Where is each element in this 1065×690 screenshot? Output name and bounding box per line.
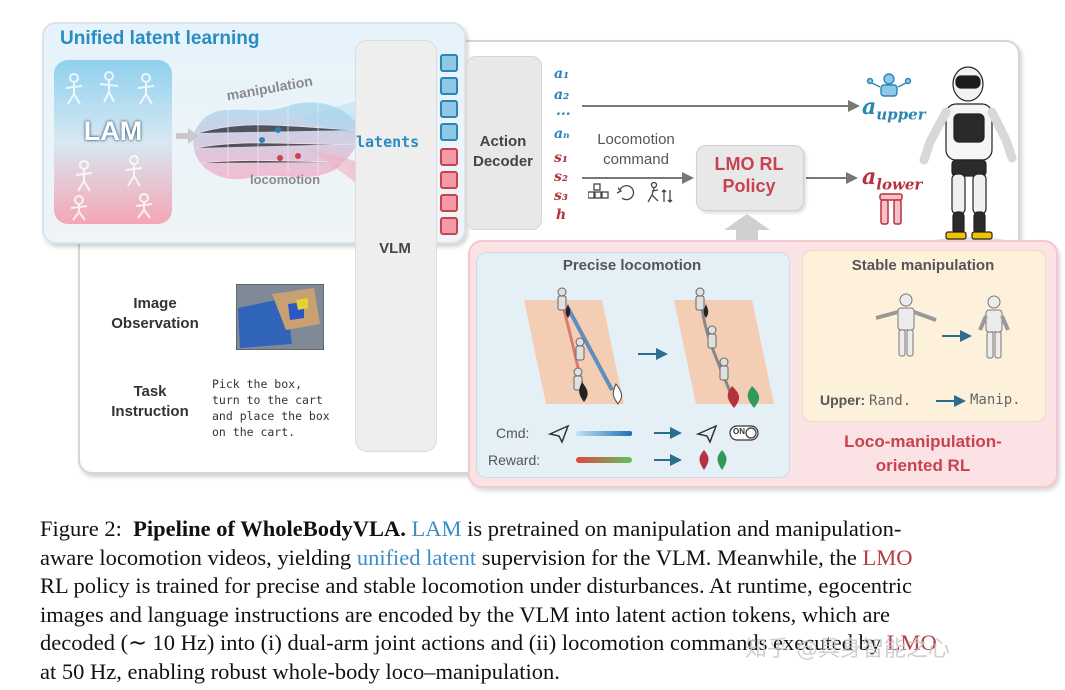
- action-token-lower: s₂: [554, 169, 569, 185]
- latent-token-blue: [440, 77, 458, 95]
- latents-label: latents: [356, 133, 420, 151]
- caption-line-4: images and language instructions are enc…: [40, 601, 890, 627]
- action-token-upper: aₙ: [554, 126, 570, 142]
- cmd-label: Cmd:: [496, 425, 530, 441]
- precise-locomotion-title: Precise locomotion: [562, 257, 702, 274]
- latent-token-red: [440, 194, 458, 212]
- figure-caption: Figure 2: Pipeline of WholeBodyVLA. LAM …: [40, 515, 1060, 686]
- task-instruction-label: Task Instruction: [111, 383, 189, 420]
- locomotion-command-label: Locomotion command: [597, 131, 675, 168]
- caption-line-6: at 50 Hz, enabling robust whole-body loc…: [40, 658, 560, 684]
- vlm-box: [355, 40, 437, 452]
- stable-manipulation-title: Stable manipulation: [851, 257, 995, 274]
- humanoid-robot-illustration: [919, 66, 1017, 247]
- caption-line-2: aware locomotion videos, yielding unifie…: [40, 544, 913, 570]
- latent-token-red: [440, 171, 458, 189]
- latent-token-red: [440, 148, 458, 166]
- latent-token-red: [440, 217, 458, 235]
- cmd-row-icons: [547, 424, 759, 444]
- reward-row-icons: [576, 450, 727, 470]
- image-observation-label: Image Observation: [111, 295, 199, 332]
- upper-to-label: Manip.: [970, 392, 1021, 408]
- latent-token-blue: [440, 100, 458, 118]
- upper-action-arrow-icon: [582, 100, 860, 112]
- command-arrow-icon: [582, 172, 694, 184]
- locomotion-label: locomotion: [250, 172, 321, 187]
- upper-body-icon: [866, 73, 912, 97]
- task-instruction-text: Pick the box, turn to the cart and place…: [212, 377, 330, 439]
- caption-line-1: Figure 2: Pipeline of WholeBodyVLA. LAM …: [40, 516, 902, 541]
- action-decoder-box: [466, 56, 542, 230]
- action-decoder-label: Action Decoder: [472, 133, 534, 170]
- locomotion-after-illustration: [674, 287, 774, 408]
- latent-token-blue: [440, 54, 458, 72]
- caption-line-5: decoded (∼ 10 Hz) into (i) dual-arm join…: [40, 630, 937, 655]
- caption-line-3: RL policy is trained for precise and sta…: [40, 573, 913, 598]
- reward-label: Reward:: [488, 452, 541, 468]
- stable-manipulation-illustration: [875, 293, 1010, 359]
- rl-title: Loco-manipulation- oriented RL: [844, 432, 1002, 475]
- precise-arrow-icon: [638, 348, 668, 360]
- a-lower-label: alower: [862, 164, 923, 194]
- unified-latent-title: Unified latent learning: [60, 28, 260, 49]
- lam-label: LAM: [83, 116, 143, 146]
- up-arrow-icon: [724, 214, 770, 244]
- latent-token-blue: [440, 123, 458, 141]
- action-token-upper: ...: [556, 103, 571, 119]
- action-token-lower: h: [556, 207, 567, 223]
- lmo-policy-box: [696, 145, 804, 211]
- lower-action-arrow-icon: [806, 172, 858, 184]
- lower-body-icon: [879, 193, 903, 225]
- a-upper-label: aupper: [862, 94, 926, 124]
- action-token-upper: a₁: [554, 66, 570, 82]
- on-toggle-label: ON: [733, 427, 745, 436]
- stable-manipulation-panel: [802, 250, 1046, 422]
- command-icons: [588, 182, 673, 203]
- action-token-lower: s₁: [554, 150, 569, 166]
- lam-figures-illustration: [65, 71, 155, 221]
- upper-arrow-icon: [936, 395, 966, 407]
- action-token-lower: s₃: [554, 188, 569, 204]
- lmo-policy-label: LMO RL Policy: [714, 154, 784, 196]
- locomotion-before-illustration: [524, 287, 624, 405]
- vlm-label: VLM: [379, 240, 411, 257]
- latent-manifold-illustration: [193, 98, 366, 190]
- watermark: 知乎 @具身智能之心: [745, 637, 950, 662]
- image-observation-photo: [236, 284, 324, 350]
- action-token-upper: a₂: [554, 87, 570, 103]
- upper-row: Upper: Rand.: [820, 392, 912, 409]
- lam-arrow-icon: [176, 128, 198, 144]
